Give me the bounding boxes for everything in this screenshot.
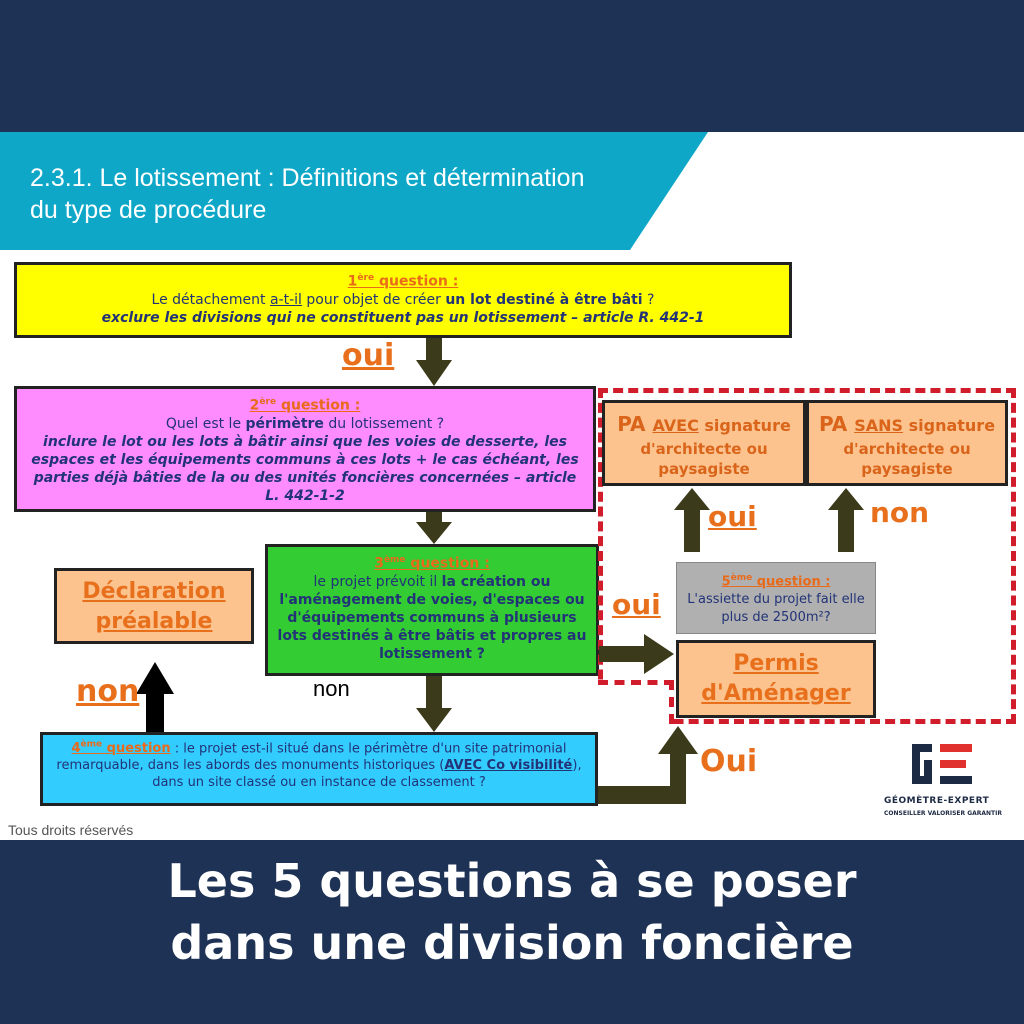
pa-sans-sub: d'architecte ou paysagiste — [843, 440, 971, 478]
question-3-text: le projet prévoit il la création ou l'am… — [277, 573, 587, 662]
caption: Les 5 questions à se poser dans une divi… — [167, 854, 857, 970]
question-5-box: 5ème question : L'assiette du projet fai… — [676, 562, 876, 634]
question-2-text: Quel est le périmètre du lotissement ? — [165, 415, 445, 432]
question-5-heading: 5ème question : — [721, 573, 831, 590]
label-oui-2: oui — [612, 588, 661, 621]
question-4-heading: 4ème question — [71, 740, 171, 757]
permis-amenager-region — [598, 388, 1016, 724]
arrow-q4-permis — [598, 726, 698, 804]
geometre-expert-logo — [912, 744, 972, 784]
question-1-box: 1ère question : Le détachement a-t-il po… — [14, 262, 792, 338]
arrow-q5-pa-avec — [674, 488, 710, 552]
slide: 2.3.1. Le lotissement : Définitions et d… — [0, 132, 1024, 840]
arrow-q4-declaration — [136, 662, 174, 732]
logo-name: GÉOMÈTRE-EXPERT — [884, 796, 990, 806]
title-banner — [0, 132, 708, 250]
copyright-footer: Tous droits réservés — [8, 822, 134, 838]
question-2-heading: 2ère question : — [249, 397, 361, 414]
label-oui-3: oui — [708, 500, 757, 533]
arrow-q3-permis — [599, 634, 674, 674]
label-oui-1: oui — [342, 338, 395, 373]
logo-tagline: CONSEILLER VALORISER GARANTIR — [884, 810, 1003, 817]
pa-sans-box: PA SANS signature d'architecte ou paysag… — [806, 400, 1008, 486]
arrow-q5-pa-sans — [828, 488, 864, 552]
question-1-heading: 1ère question : — [347, 273, 459, 290]
question-4-box: 4ème question : le projet est-il situé d… — [40, 732, 598, 806]
question-3-box: 3ème question : le projet prévoit il la … — [265, 544, 599, 676]
question-4-text: le projet est-il situé dans le périmètre… — [56, 741, 567, 774]
label-non-3: non — [313, 676, 350, 701]
flow-arrows — [136, 338, 864, 804]
question-2-note: inclure le lot ou les lots à bâtir ainsi… — [31, 433, 579, 504]
question-5-text: L'assiette du projet fait elle plus de 2… — [687, 592, 865, 626]
arrow-q3-q4 — [416, 676, 452, 732]
label-oui-cap: Oui — [700, 744, 758, 779]
label-non-2: non — [76, 674, 140, 709]
pa-avec-box: PA AVEC signature d'architecte ou paysag… — [602, 400, 806, 486]
question-2-box: 2ère question : Quel est le périmètre du… — [14, 386, 596, 512]
question-1-text: Le détachement a-t-il pour objet de crée… — [151, 291, 655, 308]
arrow-q2-q3 — [416, 512, 452, 544]
permis-amenager-label: Permis d'Aménager — [701, 651, 851, 706]
permis-amenager-box: Permis d'Aménager — [676, 640, 876, 718]
question-1-note: exclure les divisions qui ne constituent… — [101, 309, 705, 326]
declaration-prealable-label: Déclaration préalable — [82, 579, 226, 634]
arrow-q1-q2 — [416, 338, 452, 386]
question-3-heading: 3ème question : — [374, 555, 490, 572]
declaration-prealable-box: Déclaration préalable — [54, 568, 254, 644]
question-4-bold: AVEC Co visibilité — [444, 758, 573, 774]
label-non-1: non — [870, 496, 930, 529]
pa-avec-sub: d'architecte ou paysagiste — [640, 440, 768, 478]
slide-title: 2.3.1. Le lotissement : Définitions et d… — [30, 164, 585, 224]
